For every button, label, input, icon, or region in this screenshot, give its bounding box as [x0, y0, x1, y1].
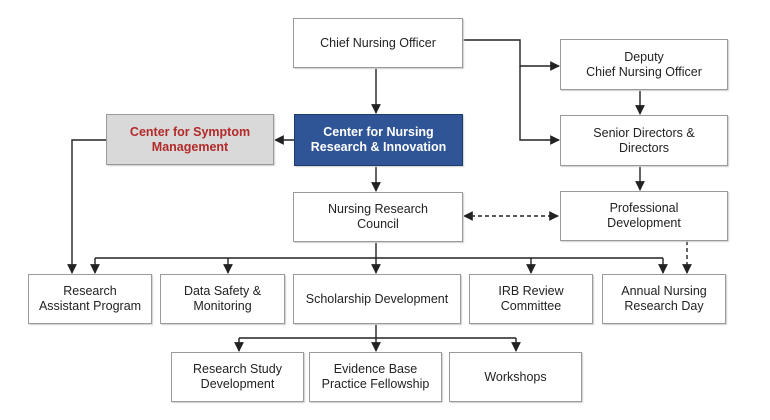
node-label: Scholarship Development — [305, 291, 449, 306]
node-research-assistant-program: Research Assistant Program — [28, 274, 152, 324]
node-data-safety-monitoring: Data Safety & Monitoring — [160, 274, 285, 324]
node-deputy-chief-nursing-officer: Deputy Chief Nursing Officer — [560, 39, 728, 90]
connector-csm-rap — [67, 139, 106, 274]
node-senior-directors: Senior Directors & Directors — [560, 115, 728, 166]
node-label: Deputy Chief Nursing Officer — [586, 49, 702, 79]
node-scholarship-development: Scholarship Development — [293, 274, 461, 324]
node-label: IRB Review Committee — [498, 284, 564, 313]
node-evidence-base-practice-fellowship: Evidence Base Practice Fellowship — [309, 352, 442, 402]
node-nursing-research-council: Nursing Research Council — [293, 192, 463, 242]
node-label: Senior Directors & Directors — [593, 125, 695, 155]
node-label: Research Study Development — [193, 362, 282, 391]
node-label: Evidence Base Practice Fellowship — [321, 362, 430, 391]
node-label: Professional Development — [607, 201, 681, 230]
node-professional-development: Professional Development — [560, 191, 728, 241]
node-label: Nursing Research Council — [327, 202, 429, 231]
node-workshops: Workshops — [449, 352, 582, 402]
node-label: Center for Symptom Management — [129, 124, 251, 154]
connector-cno-senior — [519, 66, 560, 145]
node-annual-nursing-research-day: Annual Nursing Research Day — [602, 274, 726, 324]
node-irb-review-committee: IRB Review Committee — [469, 274, 593, 324]
node-chief-nursing-officer: Chief Nursing Officer — [293, 18, 463, 68]
node-label: Annual Nursing Research Day — [621, 284, 707, 313]
node-research-study-development: Research Study Development — [171, 352, 304, 402]
node-center-for-nursing-research-innovation: Center for Nursing Research & Innovation — [294, 114, 463, 166]
node-center-for-symptom-management: Center for Symptom Management — [106, 114, 274, 165]
node-label: Center for Nursing Research & Innovation — [310, 125, 447, 154]
node-label: Workshops — [484, 369, 547, 384]
node-label: Chief Nursing Officer — [320, 35, 436, 50]
node-label: Data Safety & Monitoring — [183, 284, 262, 313]
node-label: Research Assistant Program — [38, 284, 142, 313]
connector-cno-deputy — [463, 39, 560, 71]
